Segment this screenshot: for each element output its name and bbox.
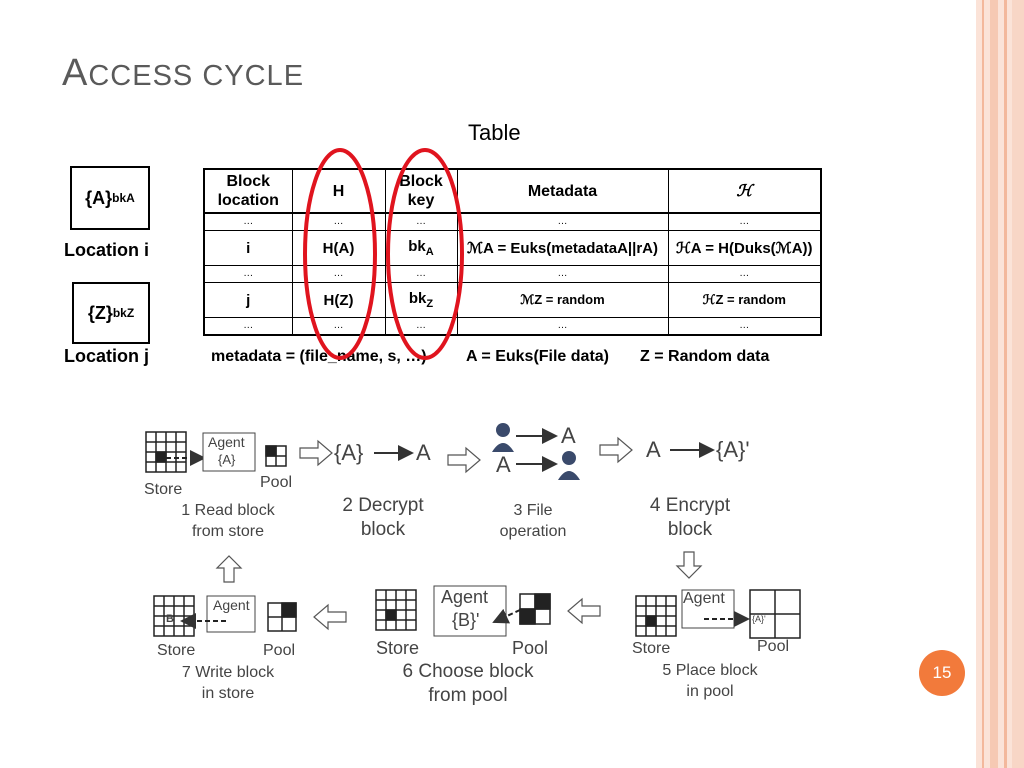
slide-title: ACCESS CYCLE <box>62 52 305 94</box>
user-icon <box>558 451 580 480</box>
table-label: Table <box>468 120 521 145</box>
pool-block-label: {A}' <box>752 614 766 624</box>
flow-arrow-right-icon <box>299 439 333 467</box>
store-label: Store <box>144 481 183 498</box>
footnote-a-definition: A = Euks(File data) <box>466 348 609 365</box>
file-a-bottom-label: A <box>496 452 511 477</box>
agent-label: Agent <box>441 587 489 607</box>
footnote-z-definition: Z = Random data <box>640 348 770 365</box>
agent-block-label: {A} <box>218 452 236 467</box>
block-table: Block location H Block key Metadata ℋ ……… <box>203 168 822 336</box>
agent-label: Agent <box>208 434 245 450</box>
cell-meta-z: ℳZ = random <box>456 282 669 318</box>
flow-arrow-down-icon <box>675 551 703 579</box>
store-block-label: B <box>166 613 174 625</box>
encrypted-block-z-box: {Z}bkZ <box>72 282 150 344</box>
encrypt-a-prime-label: {A}' <box>716 437 750 462</box>
store-grid-icon <box>635 595 677 637</box>
pool-icon <box>749 589 801 639</box>
cell-meta-a: ℳA = Euks(metadataA||rA) <box>456 230 669 266</box>
agent-label: Agent <box>683 590 725 607</box>
store-label: Store <box>157 642 196 659</box>
agent-box <box>202 432 256 472</box>
agent-label: Agent <box>213 597 250 613</box>
store-grid-icon <box>153 595 195 637</box>
encrypt-a-label: A <box>646 437 661 462</box>
store-label: Store <box>376 638 420 658</box>
cell-hh-z: ℋZ = random <box>667 282 822 318</box>
encrypted-block-a-box: {A}bkA <box>70 166 150 230</box>
header-metadata: Metadata <box>456 169 669 214</box>
pool-icon <box>267 602 297 632</box>
agent-box <box>681 589 735 629</box>
pool-icon <box>265 445 287 467</box>
agent-box <box>206 595 256 633</box>
store-label: Store <box>632 640 671 657</box>
location-j-label: Location j <box>64 346 149 366</box>
flow-arrow-up-icon <box>215 555 243 583</box>
pool-label: Pool <box>757 638 790 655</box>
table-row-j: j H(Z) bkZ ℳZ = random ℋZ = random <box>203 282 822 318</box>
flow-arrow-left-icon <box>567 597 601 625</box>
store-grid-icon <box>375 589 417 631</box>
location-i-label: Location i <box>64 240 149 260</box>
flow-arrow-right-icon <box>599 436 633 464</box>
header-block-location: Block location <box>203 169 293 214</box>
agent-block-label: {B}' <box>452 610 480 630</box>
plain-a-label: A <box>416 440 431 465</box>
store-grid-icon <box>145 431 187 473</box>
pool-label: Pool <box>263 642 296 659</box>
table-cell: … <box>667 213 822 231</box>
file-a-top-label: A <box>561 423 576 448</box>
page-number-badge: 15 <box>919 650 965 696</box>
user-icon <box>492 423 514 452</box>
pool-label: Pool <box>512 638 549 658</box>
flow-arrow-right-icon <box>447 446 481 474</box>
table-cell: … <box>667 317 822 335</box>
pool-icon <box>519 593 551 625</box>
cell-loc-i: i <box>203 230 293 266</box>
cell-hh-a: ℋA = H(Duks(ℳA)) <box>667 230 822 266</box>
cell-loc-j: j <box>203 282 293 318</box>
table-cell: … <box>667 265 822 283</box>
decorative-stripes <box>976 0 1024 768</box>
header-script-h: ℋ <box>667 169 822 214</box>
pool-label: Pool <box>260 474 293 491</box>
encrypted-a-label: {A} <box>334 440 364 465</box>
flow-arrow-left-icon <box>313 603 347 631</box>
choose-arrow <box>492 608 521 624</box>
